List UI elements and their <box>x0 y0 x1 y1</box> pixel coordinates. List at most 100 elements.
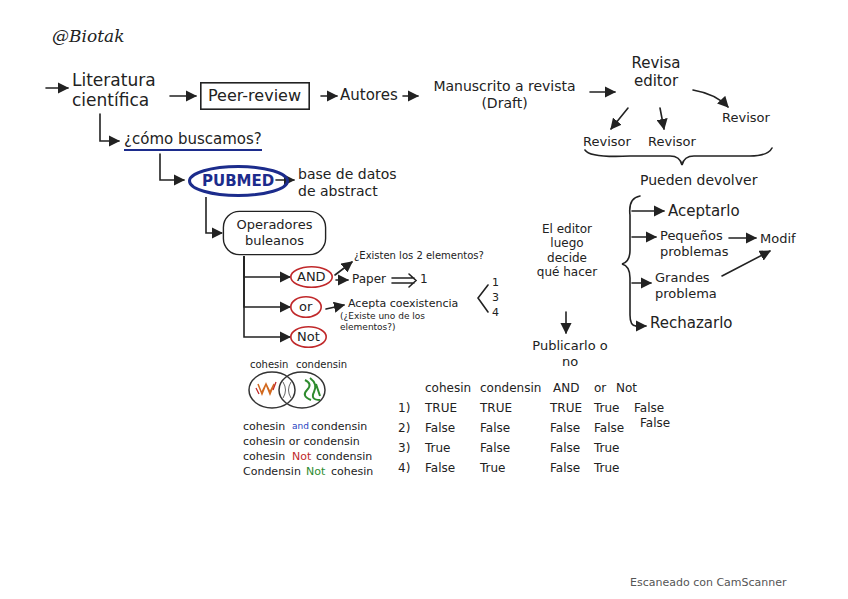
connector <box>244 256 290 307</box>
note-text: Revisor <box>722 110 770 126</box>
note-text: Condensin <box>243 465 301 478</box>
note-text: TRUE <box>550 401 582 415</box>
note-text: 3 <box>492 291 499 304</box>
note-text: Paper <box>352 272 386 286</box>
signature: @Biotak <box>52 26 124 46</box>
arrow <box>321 95 337 97</box>
note-text: cohesin <box>243 420 285 433</box>
note-text: Revisor <box>648 134 696 150</box>
arrow <box>170 95 196 97</box>
note-text: Not <box>306 465 325 478</box>
note-text: False <box>425 421 455 435</box>
note-text: 1 <box>420 272 428 286</box>
note-text: Manuscrito a revista (Draft) <box>422 78 587 112</box>
arrow <box>722 251 770 276</box>
note-text: Aceptarlo <box>668 202 740 220</box>
process-box: Peer-review <box>200 82 310 110</box>
note-text: Literatura científica <box>72 70 167 111</box>
note-text: condensin <box>480 381 541 395</box>
arrow <box>632 210 664 212</box>
connector <box>244 256 290 337</box>
venn-diagram <box>249 372 325 408</box>
arrow <box>611 108 628 129</box>
connector <box>244 256 290 277</box>
node-text: or <box>299 299 313 315</box>
operator-circle: Not <box>290 326 327 348</box>
note-text: and <box>292 421 309 432</box>
arrow <box>326 305 344 309</box>
implies-arrow <box>392 274 416 287</box>
note-text: Rechazarlo <box>650 314 733 332</box>
note-text: 1 <box>492 276 499 289</box>
note-text: False <box>550 421 580 435</box>
note-text: True <box>425 441 451 455</box>
note-text: 3) <box>398 441 410 455</box>
note-text: base de datos de abstract <box>298 166 418 200</box>
note-text: 1) <box>398 401 410 415</box>
arrow <box>636 325 646 327</box>
node-text: AND <box>297 269 326 285</box>
note-text: False <box>425 461 455 475</box>
note-text: cohesin <box>250 359 288 371</box>
note-text: False <box>480 421 510 435</box>
note-text: TRUE <box>425 401 457 415</box>
note-text: Grandes problema <box>655 270 730 301</box>
note-text: Pueden devolver <box>640 172 757 189</box>
note-text: cohesin or condensin <box>243 435 360 448</box>
note-text: Autores <box>340 86 398 104</box>
arrow <box>276 179 294 181</box>
note-text: Not <box>292 450 311 463</box>
note-text: False <box>550 441 580 455</box>
note-text: or <box>594 381 606 395</box>
note-text: Publicarlo o no <box>530 338 610 369</box>
operator-circle: or <box>290 296 322 318</box>
arrow <box>336 279 348 281</box>
note-text: False <box>640 416 670 430</box>
note-text: condensin <box>311 420 367 433</box>
note-text: ¿Existen los 2 elementos? <box>354 250 484 262</box>
note-text: True <box>480 461 506 475</box>
arrow <box>335 262 352 275</box>
note-text: Pequeños problemas <box>660 228 740 259</box>
curly-bracket <box>622 196 640 326</box>
note-text: Not <box>616 381 637 395</box>
arrow <box>590 91 615 93</box>
note-text: True <box>594 401 620 415</box>
node-text: PUBMED <box>202 172 275 190</box>
operator-circle: AND <box>290 266 333 288</box>
node-text: Operadores buleanos <box>232 217 317 248</box>
cloud-shape: Operadores buleanos <box>222 210 327 256</box>
bracket <box>478 285 488 312</box>
note-text: AND <box>553 381 579 395</box>
arrow <box>729 237 756 239</box>
arrow <box>100 114 119 141</box>
note-text: cohesin <box>331 465 373 478</box>
note-text: 4) <box>398 461 410 475</box>
note-text: True <box>594 441 620 455</box>
note-text: cohesin <box>243 450 285 463</box>
note-text: (¿Existe uno de los elementos?) <box>340 311 465 333</box>
note-text: 2) <box>398 421 410 435</box>
note-text: Revisa editor <box>620 54 692 90</box>
note-text: condensin <box>296 359 347 371</box>
note-text: False <box>550 461 580 475</box>
arrow <box>660 108 664 129</box>
arrow <box>403 95 418 97</box>
note-text: condensin <box>316 450 372 463</box>
arrow <box>632 282 651 284</box>
arrow <box>160 154 184 180</box>
note-text: El editor luego decide qué hacer <box>536 222 598 280</box>
note-text: False <box>634 401 664 415</box>
note-text: Revisor <box>583 134 631 150</box>
note-text: Acepta coexistencia <box>348 297 458 310</box>
note-text: False <box>480 441 510 455</box>
watermark: Escaneado con CamScanner <box>630 576 787 589</box>
note-text: 4 <box>492 306 499 319</box>
note-text: False <box>594 421 624 435</box>
note-text: Modif <box>760 231 796 247</box>
curly-bracket <box>585 148 772 165</box>
node-text: Not <box>297 329 320 345</box>
database-oval: PUBMED <box>188 165 289 197</box>
note-text: cohesin <box>425 381 471 395</box>
arrow <box>693 90 728 107</box>
